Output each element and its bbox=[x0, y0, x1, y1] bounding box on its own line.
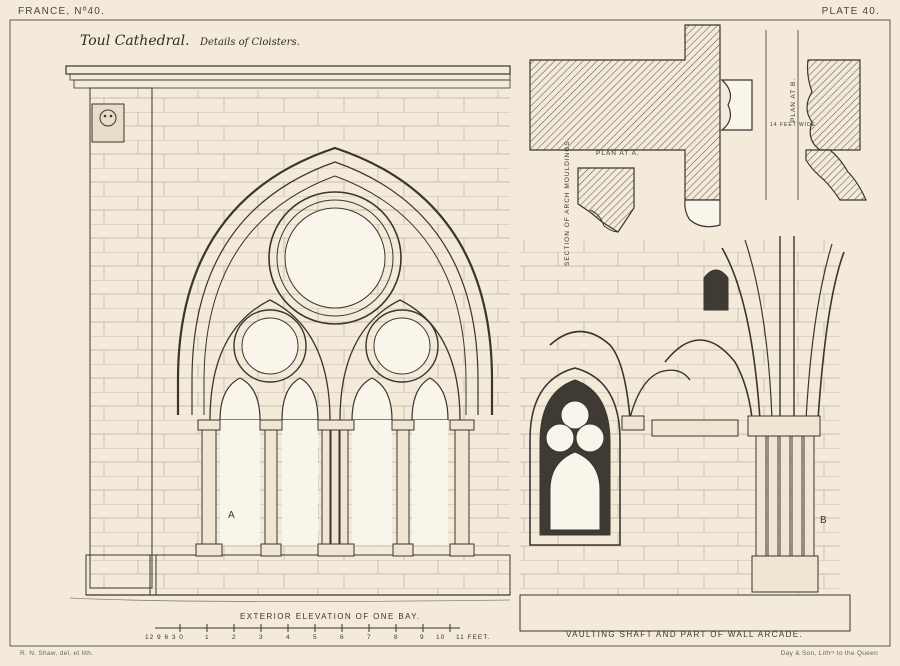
scale-num-2: 2 bbox=[232, 634, 237, 641]
plate-number: PLATE 40. bbox=[821, 6, 880, 17]
cornice bbox=[65, 65, 511, 75]
arch-moulding-section bbox=[577, 167, 635, 233]
marker-b: B bbox=[820, 515, 827, 526]
scale-num-1: 1 bbox=[205, 634, 210, 641]
plan-at-b bbox=[765, 30, 867, 201]
title-main: Toul Cathedral. bbox=[80, 33, 190, 49]
carved-corbel bbox=[91, 103, 125, 143]
scale-num-3: 3 bbox=[259, 634, 264, 641]
scale-bar bbox=[155, 624, 460, 632]
lancet-heads bbox=[219, 377, 449, 421]
scale-num-7: 7 bbox=[367, 634, 372, 641]
plate-border bbox=[9, 19, 891, 647]
marker-a: A bbox=[228, 510, 235, 521]
scale-num-5: 5 bbox=[313, 634, 318, 641]
sub-arch-right bbox=[339, 299, 461, 421]
plan-at-a bbox=[529, 24, 753, 228]
vaulting-caption: VAULTING SHAFT AND PART OF WALL ARCADE. bbox=[566, 630, 804, 639]
elevation-caption: EXTERIOR ELEVATION OF ONE BAY. bbox=[240, 612, 421, 621]
scale-num-10: 10 bbox=[436, 634, 446, 641]
section-arch-label: SECTION OF ARCH MOULDINGS. bbox=[564, 137, 571, 266]
colonnettes bbox=[195, 419, 475, 557]
small-oculus-right bbox=[365, 309, 439, 383]
plan-b-label: PLAN AT B. bbox=[790, 77, 797, 122]
buttress bbox=[89, 87, 153, 589]
scale-num-4: 4 bbox=[286, 634, 291, 641]
title-sub: Details of Cloisters. bbox=[200, 37, 300, 48]
credit-right: Day & Son, Lithʳˢ to the Queen bbox=[780, 650, 878, 657]
scale-num-8: 8 bbox=[394, 634, 399, 641]
fourteen-feet-label: 14 FEET WIDE bbox=[770, 122, 817, 128]
exterior-elevation bbox=[65, 65, 511, 632]
main-arch-outer bbox=[176, 146, 494, 415]
vaulting-shaft bbox=[721, 236, 845, 593]
sub-arch-left bbox=[209, 299, 331, 421]
scale-left-ticks: 12 9 6 3 0 bbox=[145, 634, 184, 641]
plate-title: Toul Cathedral. Details of Cloisters. bbox=[80, 33, 300, 49]
small-oculus-left bbox=[233, 309, 307, 383]
large-oculus bbox=[268, 191, 402, 325]
scale-num-6: 6 bbox=[340, 634, 345, 641]
series-label: FRANCE, Nº40. bbox=[18, 6, 106, 17]
scale-num-9: 9 bbox=[420, 634, 425, 641]
plan-a-label: PLAN AT A. bbox=[596, 150, 640, 157]
credit-left: R. N. Shaw, del. et lith. bbox=[20, 650, 94, 657]
scale-last: 11 FEET. bbox=[456, 634, 491, 641]
